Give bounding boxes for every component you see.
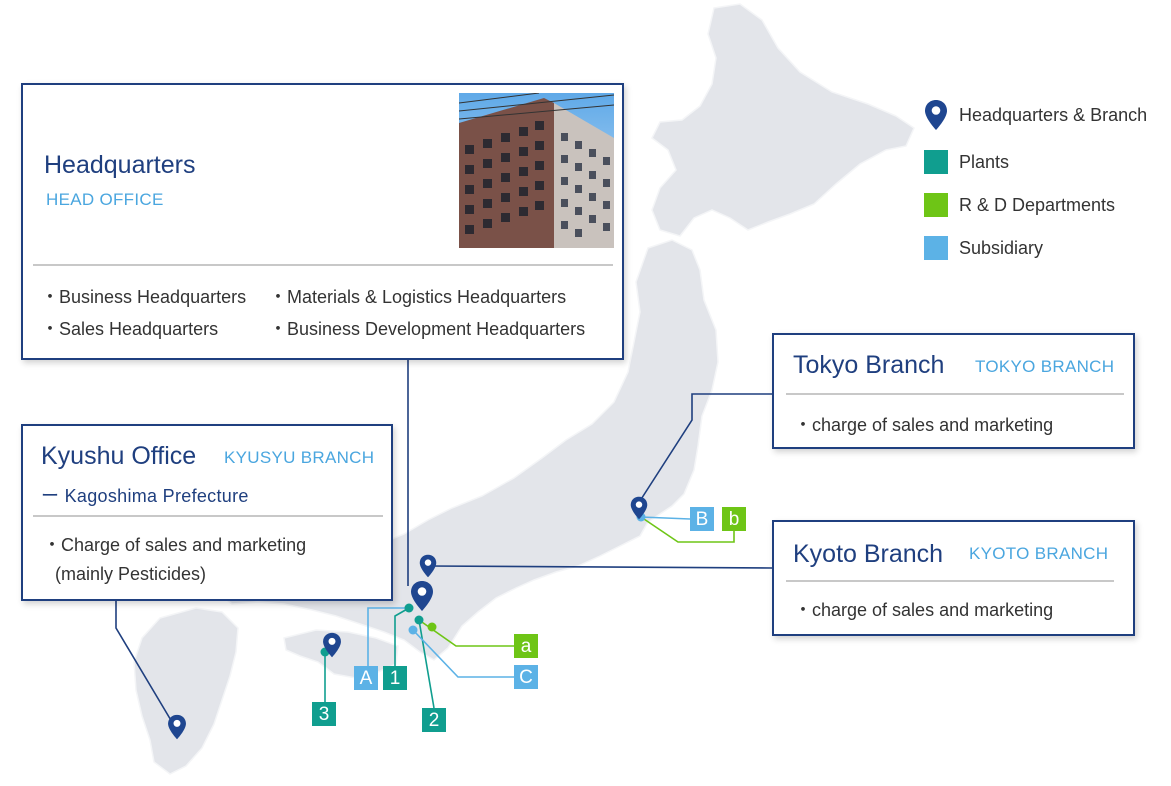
hq-item-development: ・Business Development Headquarters	[269, 319, 586, 339]
kyushu-title: Kyushu Office	[41, 442, 197, 470]
map-pin-icon	[925, 100, 947, 130]
kyoto-leader	[427, 565, 773, 569]
plant-1-dot	[404, 603, 414, 613]
tokyo-divider	[786, 393, 1124, 395]
legend-label: R & D Departments	[959, 194, 1116, 215]
kyoto-branch-card: Kyoto Branch KYOTO BRANCH ・charge of sal…	[772, 520, 1135, 636]
legend-swatch-rd	[924, 193, 948, 217]
subsidiary-tag-a: A	[354, 666, 378, 690]
kyushu-item-line2: (mainly Pesticides)	[55, 564, 207, 584]
subsidiary-tag-b: B	[690, 507, 714, 531]
kyushu-item-line1: ・Charge of sales and marketing	[43, 535, 307, 555]
legend-swatch-subsidiary	[924, 236, 948, 260]
kyushu-subtitle: KYUSYU BRANCH	[224, 448, 375, 467]
tokyo-subtitle: TOKYO BRANCH	[975, 357, 1115, 376]
legend-headquarters-branch: Headquarters & Branch	[924, 100, 1147, 130]
headquarters-building-image	[459, 93, 614, 248]
plant-tag-2: 2	[422, 708, 446, 732]
legend-label: Headquarters & Branch	[959, 104, 1148, 125]
kyoto-subtitle: KYOTO BRANCH	[969, 544, 1109, 563]
tokyo-item: ・charge of sales and marketing	[794, 415, 1054, 435]
sub-b-leader	[640, 516, 691, 520]
headquarters-divider	[33, 264, 613, 266]
rd-b-leader	[640, 516, 735, 543]
kyushu-office-card: Kyushu Office KYUSYU BRANCH ー Kagoshima …	[21, 424, 393, 601]
tokyo-title: Tokyo Branch	[793, 351, 945, 379]
legend-plants: Plants	[924, 147, 1009, 177]
hq-item-business: ・Business Headquarters	[41, 287, 247, 307]
legend-label: Plants	[959, 151, 1010, 172]
kyoto-title: Kyoto Branch	[793, 540, 944, 568]
kyushu-leader	[115, 600, 173, 723]
rd-a-dot	[427, 622, 437, 632]
subsidiary-tag-c: C	[514, 665, 538, 689]
legend-swatch-plants	[924, 150, 948, 174]
sub-c-dot	[408, 625, 418, 635]
shikoku-island	[283, 629, 399, 679]
kyoto-divider	[786, 580, 1114, 582]
legend-subsidiary: Subsidiary	[924, 233, 1043, 263]
tokyo-branch-card: Tokyo Branch TOKYO BRANCH ・charge of sal…	[772, 333, 1135, 449]
rd-tag-b: b	[722, 507, 746, 531]
hq-item-materials: ・Materials & Logistics Headquarters	[269, 287, 567, 307]
headquarters-subtitle: HEAD OFFICE	[46, 190, 164, 209]
legend-label: Subsidiary	[959, 237, 1044, 258]
legend-rd: R & D Departments	[924, 190, 1115, 220]
sub-a-leader	[367, 607, 409, 666]
plant-2-dot	[414, 615, 424, 625]
tokyo-leader	[637, 393, 772, 505]
plant-tag-3: 3	[312, 702, 336, 726]
kyushu-location: ー Kagoshima Prefecture	[41, 486, 249, 506]
hq-item-sales: ・Sales Headquarters	[41, 319, 219, 339]
kyushu-divider	[33, 515, 383, 517]
hokkaido-island	[651, 3, 915, 237]
plant-tag-1: 1	[383, 666, 407, 690]
headquarters-title: Headquarters	[44, 151, 196, 179]
sub-c-leader	[412, 629, 514, 678]
plant-2-leader	[418, 619, 435, 709]
kyoto-item: ・charge of sales and marketing	[794, 600, 1054, 620]
plant-1-leader	[394, 607, 410, 666]
kyushu-island	[133, 607, 239, 775]
rd-tag-a: a	[514, 634, 538, 658]
